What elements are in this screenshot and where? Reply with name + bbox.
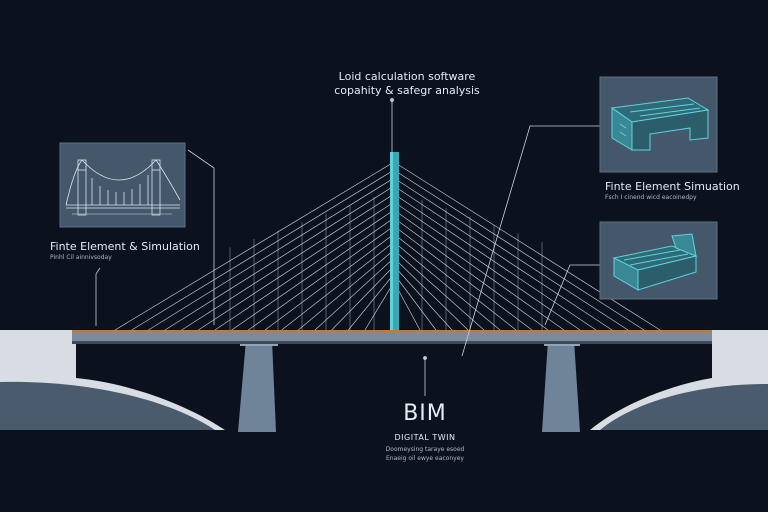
stay-cable xyxy=(231,217,395,331)
deck-accent-line xyxy=(72,330,712,333)
bim-title: BIM xyxy=(403,401,447,426)
right-embankment-shadow xyxy=(600,384,768,430)
stay-cable xyxy=(281,241,395,331)
stay-cable xyxy=(314,257,395,331)
left-embankment-shadow xyxy=(0,381,215,430)
stay-cables xyxy=(114,161,661,331)
stay-cable xyxy=(393,193,597,331)
stay-cable xyxy=(393,241,501,331)
load-calc-label-line1: Loid calculation software xyxy=(338,70,476,83)
right-bottom-panel xyxy=(599,221,718,300)
stay-cable xyxy=(393,233,517,331)
stay-cable xyxy=(393,257,469,331)
stay-cable xyxy=(364,281,395,331)
stay-cable xyxy=(393,249,485,331)
right-pier xyxy=(542,340,580,432)
left-panel-subtitle: Pinhl Cil ainnivsoday xyxy=(50,254,112,261)
right-top-panel-title: Finte Element Simuation xyxy=(605,180,740,193)
left-panel-title: Finte Element & Simulation xyxy=(50,240,200,253)
stay-cable xyxy=(298,249,395,331)
fe-deck-model xyxy=(610,97,710,151)
pylon-tower-highlight xyxy=(390,152,393,330)
left-panel xyxy=(59,142,186,228)
stay-cable xyxy=(164,185,395,331)
stay-cable xyxy=(393,225,533,331)
deck-underside xyxy=(72,341,712,344)
stay-cable xyxy=(264,233,395,331)
right-top-panel xyxy=(599,76,718,173)
stay-cable xyxy=(393,177,629,331)
right-top-panel-subtitle: Fsch I cinend wicd eacoinedpy xyxy=(605,194,697,201)
bim-desc-line2: Enaeig oil ewye eaconyey xyxy=(386,455,464,462)
stay-cable xyxy=(148,177,395,331)
stay-cable xyxy=(393,217,549,331)
stay-cable xyxy=(393,169,645,331)
suspension-bridge-model xyxy=(65,159,181,216)
stay-cable xyxy=(393,185,613,331)
stay-cable xyxy=(331,265,395,331)
stay-cable xyxy=(181,193,395,331)
stay-cable xyxy=(393,161,661,331)
stay-cable xyxy=(131,169,395,331)
stay-cable xyxy=(393,265,453,331)
fe-detail-model xyxy=(612,233,698,291)
pylon-tower xyxy=(390,152,399,330)
bim-desc-line1: Doomeysing taraye esoed xyxy=(385,446,465,453)
stay-cable xyxy=(198,201,395,331)
stay-cable xyxy=(214,209,395,331)
leader-lines xyxy=(95,98,600,396)
stay-cable xyxy=(393,201,581,331)
stay-cable xyxy=(114,161,395,331)
bim-subtitle: DIGITAL TWIN xyxy=(394,433,456,442)
stay-cable xyxy=(348,273,395,331)
stay-cable xyxy=(393,273,437,331)
bridge-deck xyxy=(72,332,712,342)
stay-cable xyxy=(393,209,565,331)
stay-cable xyxy=(248,225,395,331)
load-calc-label-line2: copahity & safegr analysis xyxy=(334,84,480,97)
left-pier xyxy=(238,340,276,432)
